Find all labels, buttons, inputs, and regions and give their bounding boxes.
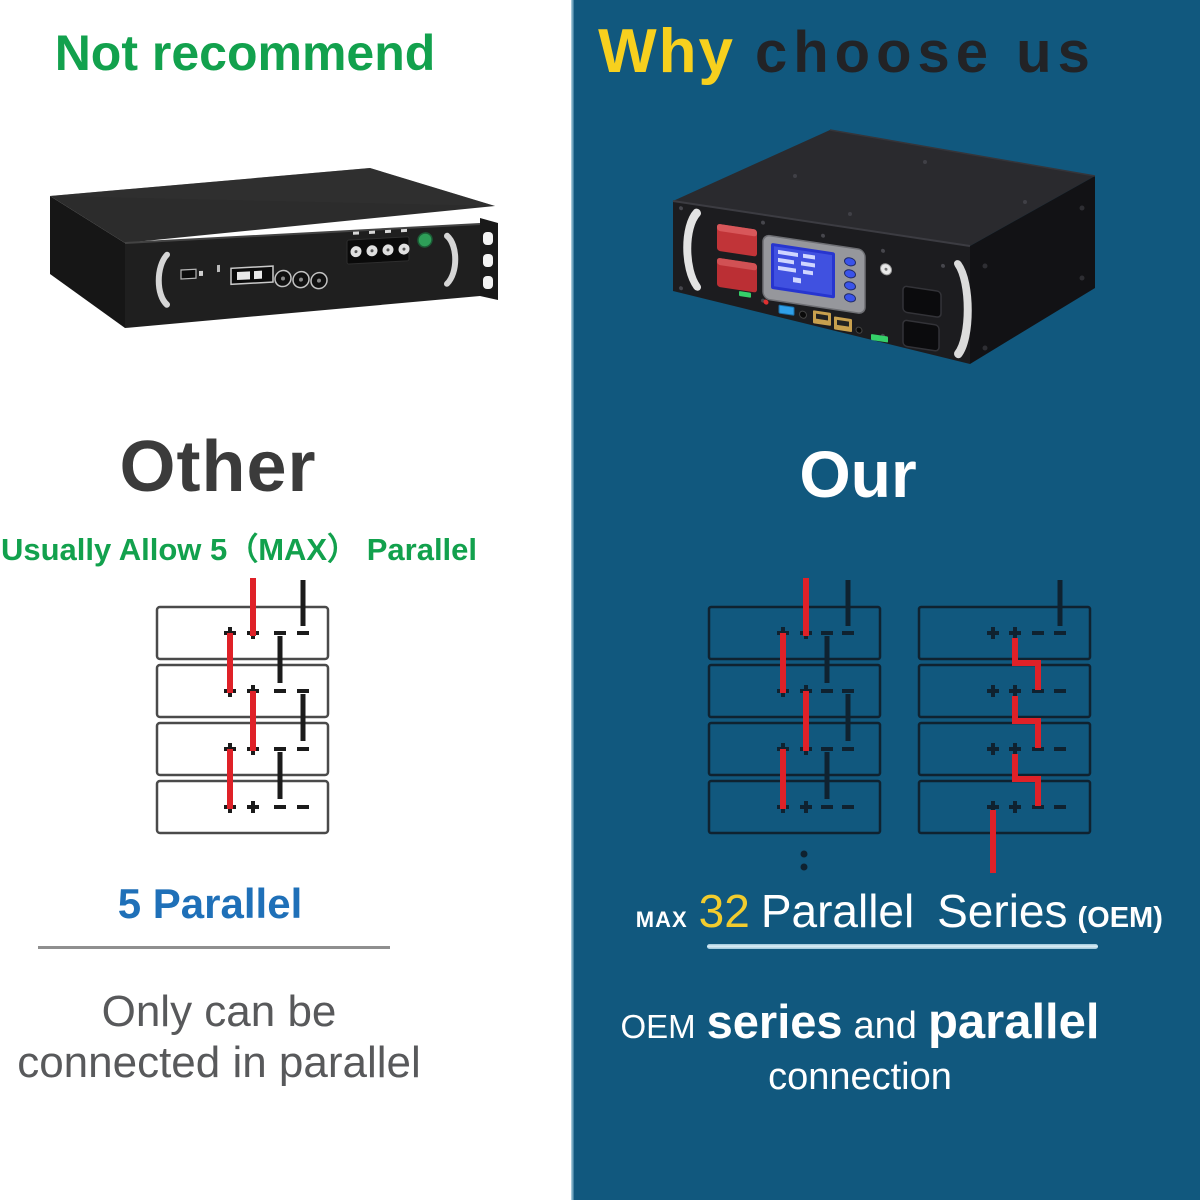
max-text: MAX [635,907,688,932]
left-note: Only can be connected in parallel [17,987,421,1088]
note-and: and [853,1005,917,1047]
reset-hole [799,310,807,319]
oem-series-parallel-note: OEM series and parallel [573,994,1147,1050]
status-led [739,291,751,298]
our-battery-photo [672,129,1096,364]
right-handle [954,260,972,359]
series-oem-label: Series (OEM) [905,884,1195,938]
right-handle [444,232,459,287]
series-wires [990,638,1041,873]
note-parallel: parallel [927,995,1100,1049]
black-connector [902,319,940,352]
why-choose-us-title: Why choose us [573,16,1121,87]
lcd-buttons [844,257,856,303]
red-led [763,299,769,305]
our-connection-diagrams [707,578,1092,873]
left-handle [155,251,170,308]
usb-port [778,304,795,316]
other-parallel-diagram [155,578,330,835]
top-face-screws [793,160,1027,216]
terminal-symbols [777,627,854,813]
positive-wires [227,578,256,809]
terminal-symbols [987,627,1066,813]
negative-wires [277,580,306,799]
panel-divider-edge [571,0,574,1200]
parallel-count: 32 [698,885,750,937]
positive-wires [780,578,809,809]
right-divider-line [707,944,1098,949]
parallel-text: Parallel [760,885,915,937]
note-oem: OEM [620,1008,696,1045]
five-parallel-label: 5 Parallel [117,880,303,927]
max-32-parallel-label: MAX 32 Parallel [600,884,950,938]
power-switch [180,268,197,280]
green-button [417,232,433,248]
negative-wires [824,580,851,799]
other-heading: Other [119,427,317,507]
left-handle [683,208,701,291]
more-units-ellipsis [800,850,808,871]
series-text: Series [937,885,1068,937]
note-series: series [706,995,843,1048]
why-highlight: Why [598,17,735,86]
other-battery-photo [50,168,498,328]
our-heading: Our [799,437,917,511]
connection-note-line2: connection [768,1056,952,1098]
green-label [871,334,888,343]
side-face-screws [982,205,1085,351]
oem-text: (OEM) [1077,902,1163,934]
black-connector [902,285,942,318]
choose-us-text: choose us [755,20,1096,85]
battery-unit-boxes [155,605,330,835]
allow-5-parallel-label: Usually Allow 5（MAX） Parallel [0,532,478,567]
our-series-diagram [917,580,1092,873]
left-divider-line [38,946,390,949]
not-recommend-title: Not recommend [54,25,436,81]
our-parallel-diagram [707,578,882,871]
small-port [855,326,863,334]
